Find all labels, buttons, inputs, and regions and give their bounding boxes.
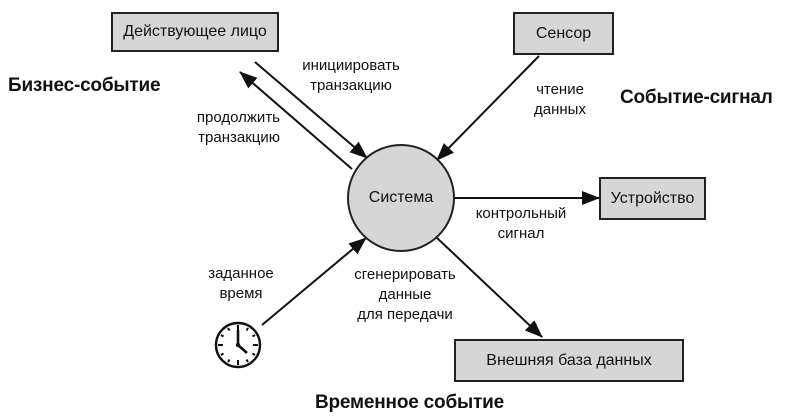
label-continue-transaction: продолжить транзакцию [160,108,280,148]
event-time: Временное событие [315,392,504,413]
label-line: транзакцию [310,77,392,94]
arrow-set-time [261,237,367,326]
event-business: Бизнес-событие [8,75,161,96]
box-device-label: Устройство [610,189,695,207]
label-line: данные [378,286,432,303]
label-line: сигнал [497,225,545,242]
arrow-continue-transaction [239,71,353,170]
box-actor-label: Действующее лицо [123,23,267,40]
label-line: заданное [208,265,274,282]
label-set-time: заданное время [196,264,286,304]
label-line: чтение [536,81,584,98]
label-control-signal: контрольный сигнал [461,204,581,244]
label-line: для передачи [357,306,453,323]
label-generate-data: сгенерировать данные для передачи [340,265,470,325]
label-line: данных [534,101,586,118]
label-read-data: чтение данных [510,80,610,120]
arrow-initiate-transaction [254,61,368,159]
event-signal: Событие-сигнал [620,87,773,108]
label-line: сгенерировать [354,266,456,283]
box-sensor: Сенсор [513,12,614,55]
label-line: время [219,285,263,302]
label-line: транзакцию [198,129,280,146]
box-actor: Действующее лицо [111,12,279,52]
arrow-read-data [436,55,540,161]
box-sensor-label: Сенсор [535,24,592,42]
box-external-db: Внешняя база данных [454,339,684,382]
system-node: Система [347,144,455,252]
box-external-db-label: Внешняя база данных [486,351,652,369]
system-label: Система [368,189,434,206]
clock-icon [214,321,262,369]
label-initiate-transaction: инициировать транзакцию [291,56,411,96]
label-line: инициировать [302,57,400,74]
label-line: контрольный [475,205,567,222]
box-device: Устройство [599,177,706,220]
label-line: продолжить [196,109,280,126]
arrow-generate-data [435,236,543,338]
